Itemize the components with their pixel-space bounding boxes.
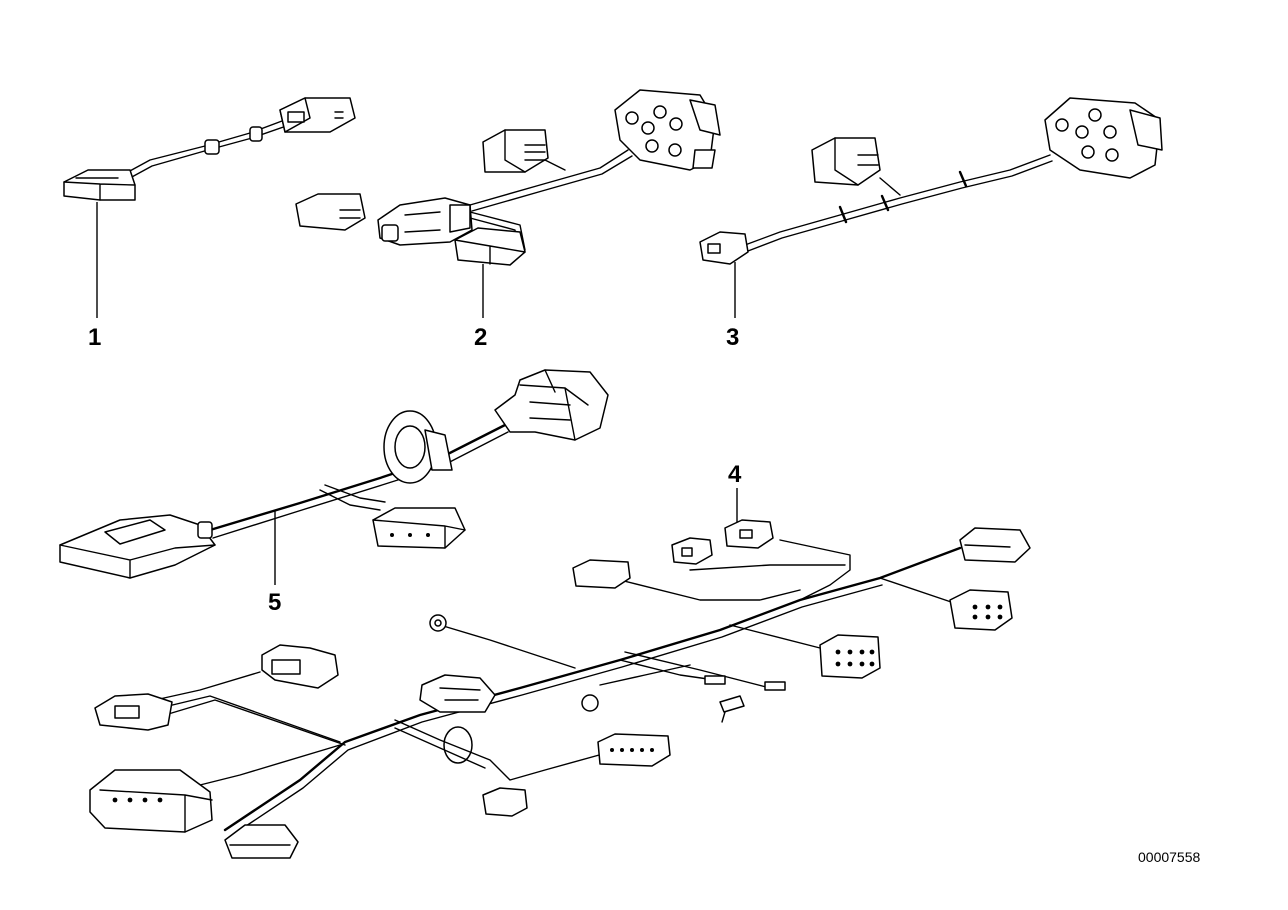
harness-part-4[interactable]: [89, 519, 1031, 859]
part-number-4: 4: [728, 461, 742, 488]
part-number-5: 5: [268, 589, 281, 616]
diagram-reference-number: 00007558: [1138, 849, 1201, 865]
harness-part-2[interactable]: [295, 89, 721, 266]
harness-part-5[interactable]: [59, 369, 609, 579]
harness-part-3[interactable]: [699, 97, 1163, 265]
harness-part-1[interactable]: [63, 97, 356, 201]
part-number-2: 2: [474, 324, 487, 351]
part-number-3: 3: [726, 324, 739, 351]
part-number-1: 1: [88, 324, 101, 351]
